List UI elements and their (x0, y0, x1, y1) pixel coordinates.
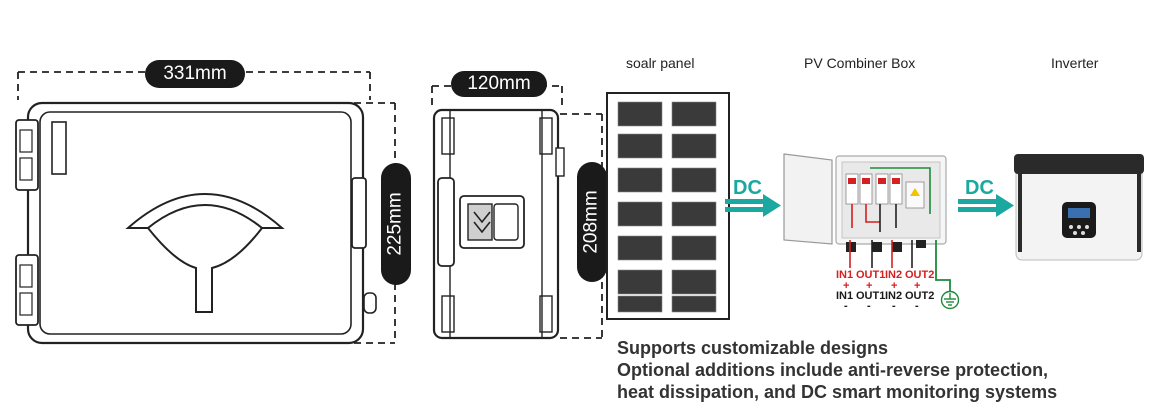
terminal-label-bottom-in2: IN2 (885, 290, 903, 302)
combiner-wiring (849, 240, 951, 300)
terminal-label-top-in2: IN2 (885, 269, 903, 281)
terminal-label-top-out2: OUT2 (905, 269, 935, 281)
combiner-box-icon (783, 153, 947, 252)
plus-sign-in2: + (891, 280, 898, 292)
side-width-dimension-badge: 120mm (451, 71, 547, 97)
plus-sign-in1: + (843, 280, 850, 292)
minus-sign-in2: - (892, 300, 896, 312)
enclosure-front-view (15, 71, 396, 345)
inverter-label: Inverter (1051, 55, 1099, 71)
terminal-label-bottom-out1: OUT1 (856, 290, 886, 302)
dc-arrow-2-icon (958, 194, 1014, 217)
dc-label-1: DC (733, 177, 762, 199)
side-height-value: 208mm (581, 190, 603, 254)
side-height-dimension-badge: 208mm (577, 162, 607, 282)
plus-sign-out1: + (866, 280, 873, 292)
minus-sign-in1: - (844, 300, 848, 312)
solar-panel-label: soalr panel (626, 55, 695, 71)
front-height-dimension-badge: 225mm (381, 163, 411, 285)
terminal-label-top-in1: IN1 (836, 269, 854, 281)
minus-sign-out2: - (915, 300, 919, 312)
terminal-label-bottom-in1: IN1 (836, 290, 854, 302)
ground-icon (940, 290, 960, 310)
solar-panel-icon (606, 92, 730, 320)
front-height-value: 225mm (385, 192, 407, 256)
minus-sign-out1: - (867, 300, 871, 312)
plus-sign-out2: + (914, 280, 921, 292)
side-width-value: 120mm (467, 73, 531, 94)
dc-arrow-1-icon (725, 194, 781, 217)
inverter-icon (1014, 154, 1144, 261)
note-line-1: Supports customizable designs (617, 338, 889, 358)
front-width-dimension-badge: 331mm (145, 60, 245, 88)
front-width-value: 331mm (163, 63, 227, 84)
dc-label-2: DC (965, 177, 994, 199)
terminal-label-bottom-out2: OUT2 (905, 290, 935, 302)
combiner-box-label: PV Combiner Box (804, 55, 916, 71)
terminal-label-top-out1: OUT1 (856, 269, 886, 281)
note-line-2: Optional additions include anti-reverse … (617, 360, 1049, 380)
enclosure-side-view (431, 85, 603, 340)
note-line-3: heat dissipation, and DC smart monitorin… (617, 382, 1058, 402)
